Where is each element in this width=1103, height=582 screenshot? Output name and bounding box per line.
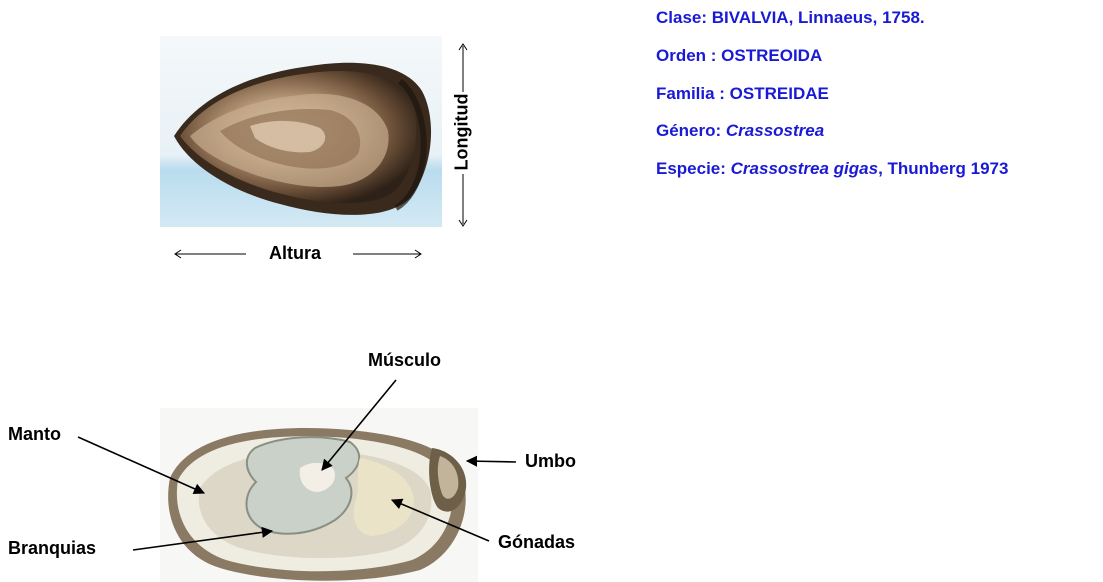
length-label: Longitud: [452, 94, 473, 171]
taxonomy-especie: Especie: Crassostrea gigas, Thunberg 197…: [656, 159, 1008, 179]
especie-suffix: , Thunberg 1973: [878, 159, 1008, 178]
label-gonadas: Gónadas: [498, 532, 575, 553]
genero-name: Crassostrea: [726, 121, 824, 140]
taxonomy-clase: Clase: BIVALVIA, Linnaeus, 1758.: [656, 8, 925, 28]
especie-prefix: Especie:: [656, 159, 731, 178]
open-oyster-image: [160, 408, 478, 582]
label-musculo: Músculo: [368, 350, 441, 371]
label-manto: Manto: [8, 424, 61, 445]
especie-name: Crassostrea gigas: [731, 159, 878, 178]
genero-prefix: Género:: [656, 121, 726, 140]
taxonomy-familia: Familia : OSTREIDAE: [656, 84, 829, 104]
label-branquias: Branquias: [8, 538, 96, 559]
label-umbo: Umbo: [525, 451, 576, 472]
height-label: Altura: [269, 243, 321, 264]
closed-oyster-image: [160, 36, 442, 227]
taxonomy-genero: Género: Crassostrea: [656, 121, 824, 141]
taxonomy-orden: Orden : OSTREOIDA: [656, 46, 822, 66]
